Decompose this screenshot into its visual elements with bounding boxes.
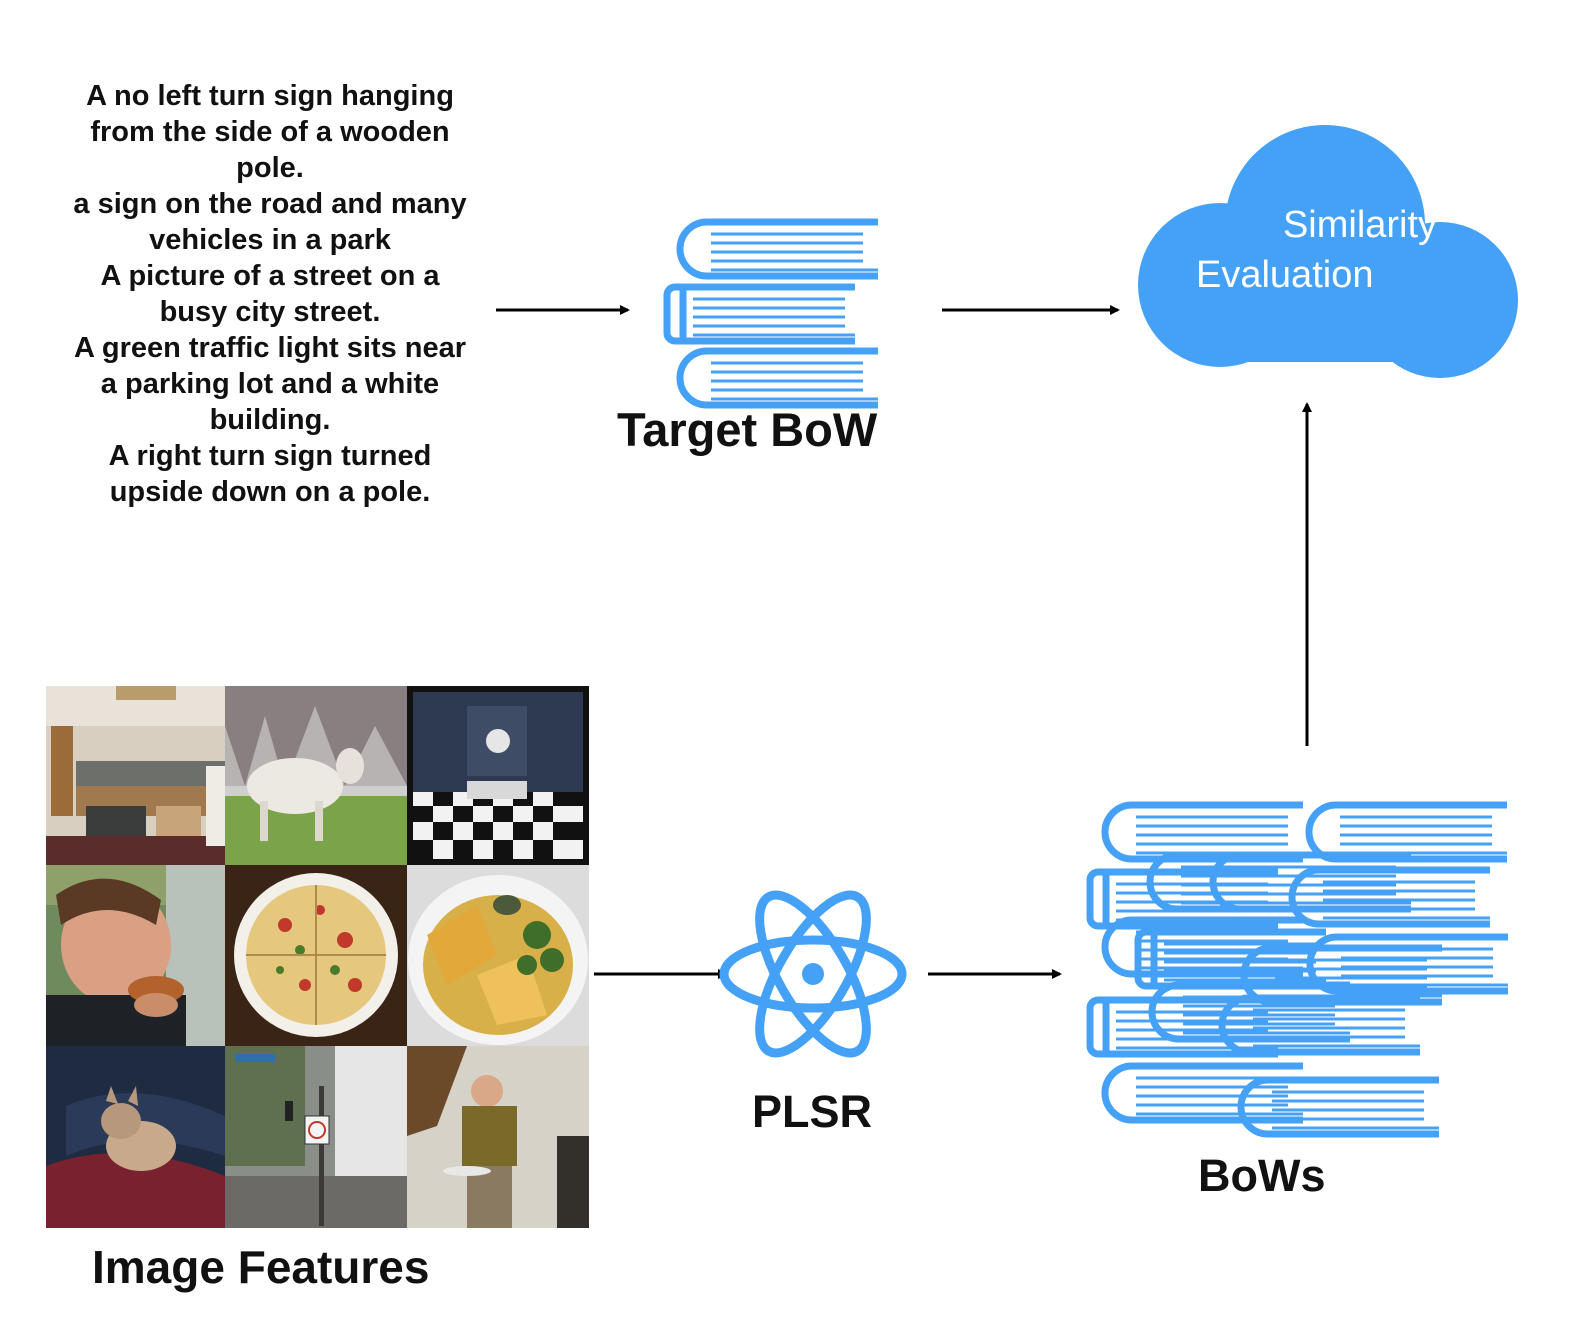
photo-food-bowl: [407, 865, 589, 1046]
caption-text-block: A no left turn sign hanging from the sid…: [40, 78, 500, 510]
caption-line: vehicles in a park: [149, 224, 391, 256]
photo-bedroom: [46, 686, 225, 865]
caption-line: A picture of a street on a: [100, 260, 440, 292]
caption-line: A no left turn sign hanging: [86, 80, 454, 112]
bows-label: BoWs: [1198, 1150, 1326, 1201]
evaluation-line: Evaluation: [1196, 254, 1374, 296]
atom-icon: [719, 890, 907, 1058]
photo-cat: [46, 1046, 225, 1228]
photo-pizza: [225, 865, 407, 1046]
similarity-line: Similarity: [1282, 204, 1438, 246]
plsr-label: PLSR: [752, 1086, 873, 1137]
similarity-evaluation-label: Similarity Evaluation: [1160, 200, 1490, 300]
caption-line: busy city street.: [159, 296, 381, 328]
image-features-label: Image Features: [92, 1241, 430, 1293]
caption-line: a sign on the road and many: [73, 188, 467, 220]
cloud-icon: [1138, 125, 1518, 378]
photo-cow: [225, 686, 407, 865]
caption-line: pole.: [236, 152, 304, 184]
caption-line: from the side of a wooden: [90, 116, 450, 148]
target-bow-label: Target BoW: [617, 403, 878, 456]
photo-checkered-room: [407, 686, 589, 865]
caption-line: upside down on a pole.: [109, 476, 431, 508]
image-grid: [46, 686, 589, 1228]
caption-line: A green traffic light sits near: [73, 332, 467, 364]
book-stack-icon: [667, 222, 878, 405]
photo-man-standing: [407, 1046, 589, 1228]
caption-line: a parking lot and a white: [100, 368, 440, 400]
photo-street-signs: [225, 1046, 407, 1228]
photo-man-eating: [46, 865, 225, 1046]
book-stack-pile-icon: [1090, 805, 1508, 1134]
caption-line: A right turn sign turned: [108, 440, 432, 472]
caption-line: building.: [209, 404, 331, 436]
